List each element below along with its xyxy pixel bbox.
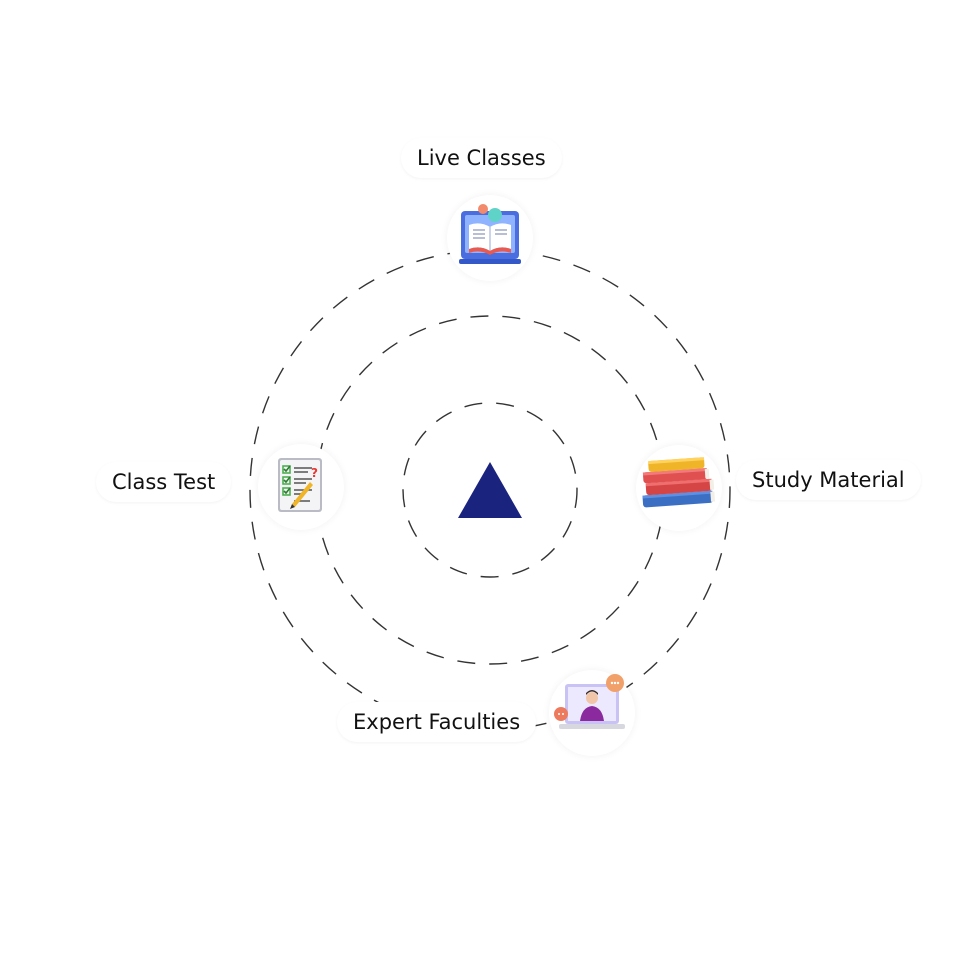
open-book-laptop-icon [447, 195, 533, 281]
svg-text:?: ? [311, 466, 318, 480]
label-expert-faculties: Expert Faculties [337, 702, 537, 742]
triangle-icon [458, 462, 522, 518]
checklist-icon: ? [258, 444, 344, 530]
label-study-material: Study Material [736, 460, 921, 500]
video-teacher-icon [549, 670, 635, 756]
label-class-test: Class Test [96, 462, 232, 502]
label-live-classes: Live Classes [401, 138, 562, 178]
inner-ring [402, 402, 578, 578]
books-stack-icon [636, 445, 722, 531]
